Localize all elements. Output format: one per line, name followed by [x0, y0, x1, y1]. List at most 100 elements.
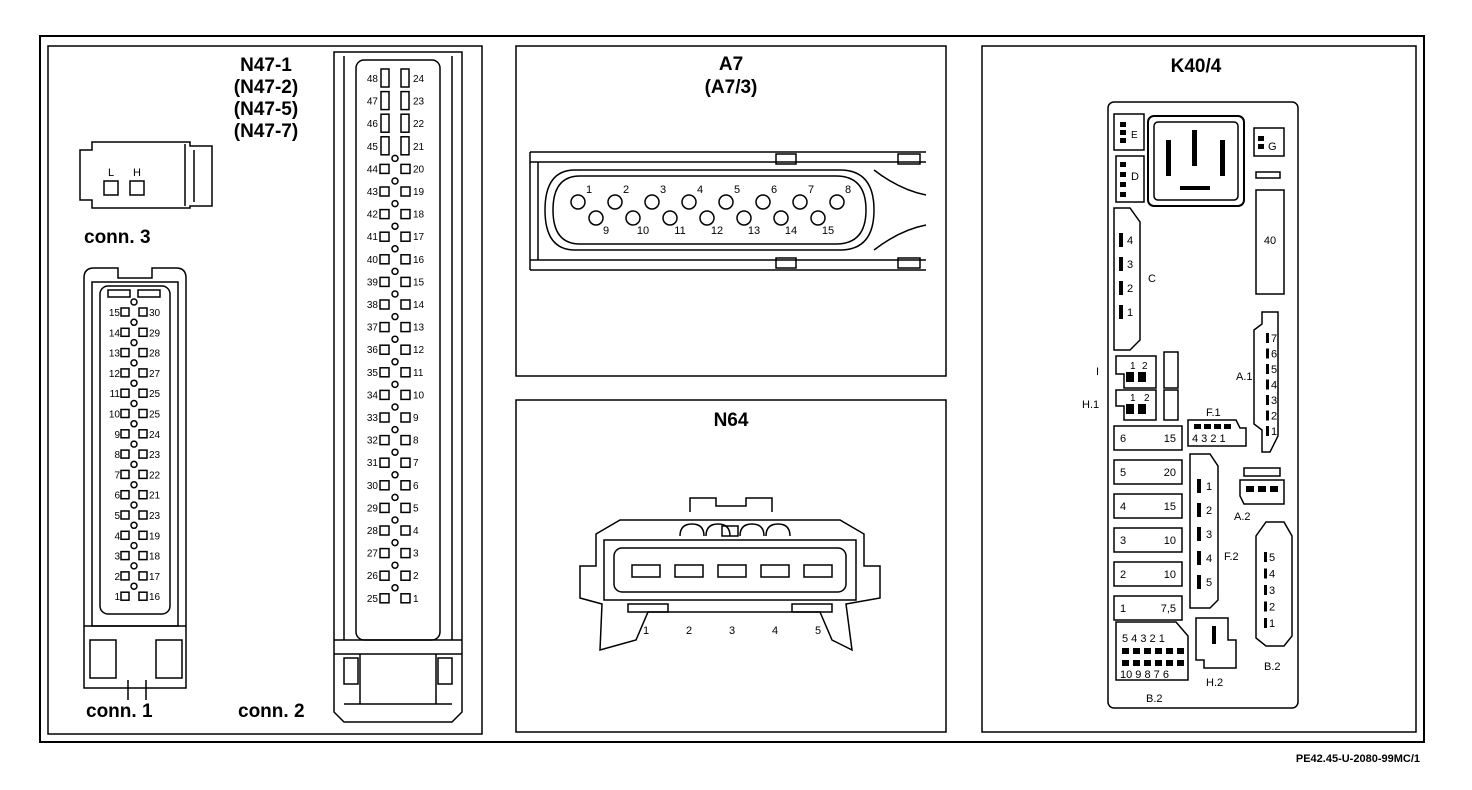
k40-conn-h1: H.1: [1082, 399, 1099, 411]
conn2-pin: [379, 254, 390, 265]
conn2-pin-mark: [391, 245, 399, 253]
conn1-pin: [120, 510, 130, 520]
k40-b2b-pin: [1155, 648, 1162, 654]
k40-fuse: [1113, 595, 1183, 621]
n64-pin-label: 5: [815, 625, 821, 637]
k40-f2-pin-label: 5: [1206, 577, 1212, 589]
conn1-pin-label: 8: [114, 450, 120, 461]
k40-f2-pin-label: 3: [1206, 529, 1212, 541]
a7-pin-label: 15: [822, 225, 834, 237]
n64-pin: [631, 564, 661, 578]
k40-b2-bottom-pins: 10 9 8 7 6: [1120, 669, 1169, 681]
conn2-pin-label: 7: [413, 458, 419, 469]
a7-pin: [699, 210, 715, 226]
conn2-pin: [400, 367, 411, 378]
conn2-pin-label: 3: [413, 549, 419, 560]
a7-pin: [755, 194, 771, 210]
conn1-pin: [138, 347, 148, 358]
conn2-pin: [379, 480, 390, 491]
k40-a1-pin: [1266, 426, 1269, 436]
k40-fuse-number: 6: [1120, 433, 1126, 445]
conn2-pin: [400, 231, 411, 242]
conn2-pin-label: 41: [367, 232, 379, 243]
k40-conn-a2: A.2: [1234, 511, 1251, 523]
k40-b2b-pin: [1166, 648, 1173, 654]
n64-pin: [760, 564, 790, 578]
k40-f1-pins: 4 3 2 1: [1192, 433, 1226, 445]
conn2-label: conn. 2: [238, 701, 305, 722]
conn2-pin-label: 18: [413, 210, 425, 221]
conn2-pin-mark: [391, 154, 399, 163]
conn2-pin: [400, 412, 411, 423]
n64-title: N64: [714, 410, 749, 431]
conn2-pin: [379, 457, 390, 468]
k40-f2-pin: [1197, 575, 1201, 589]
n47-title-3: (N47-5): [234, 99, 298, 120]
k40-conn-a1: A.1: [1236, 371, 1253, 383]
k40-a1-pin-label: 7: [1271, 333, 1277, 345]
k40-b2b-pin: [1177, 660, 1184, 666]
k40-conn-g: G: [1268, 141, 1277, 153]
k40-a1-pin-label: 3: [1271, 395, 1277, 407]
conn2-pin-label: 15: [413, 277, 425, 288]
k40-b2r-pin: [1264, 552, 1267, 562]
n64-pin: [803, 564, 833, 578]
conn2-pin-mark: [391, 290, 399, 298]
conn1-pin: [120, 307, 130, 317]
conn1-pin: [120, 469, 130, 480]
conn2-pin-label: 5: [413, 503, 419, 514]
conn2-pin-mark: [391, 312, 399, 321]
conn2-pin: [400, 163, 411, 175]
k40-f2-pin: [1197, 527, 1201, 541]
k40-fuse: [1113, 425, 1183, 451]
n47-title-1: N47-1: [240, 55, 292, 76]
conn2-pin: [400, 208, 411, 220]
conn2-pin-label: 20: [413, 164, 425, 175]
conn2-pin-label: 25: [367, 594, 379, 605]
k40-conn-e: E: [1131, 130, 1138, 141]
k40-c-pin: [1119, 281, 1123, 295]
conn1-pin-mark: [130, 338, 138, 347]
conn2-pin: [400, 276, 411, 288]
conn2-pin: [400, 389, 411, 401]
conn2-pin: [380, 68, 390, 88]
k40-b2b-pin: [1122, 660, 1129, 666]
a7-pin-label: 11: [674, 225, 685, 237]
conn2-pin: [379, 186, 390, 197]
k40-c-pin: [1119, 257, 1123, 271]
conn1-pin-mark: [130, 460, 138, 469]
conn1-pin-label: 10: [109, 410, 121, 421]
a7-pin: [662, 210, 678, 226]
k40-c-pin-label: 1: [1127, 307, 1133, 319]
conn1-pin-label: 16: [149, 592, 161, 603]
conn1-pin-label: 17: [149, 572, 161, 583]
conn2-pin: [379, 502, 390, 514]
k40-b2r-pin-label: 1: [1269, 618, 1275, 630]
conn2-pin-label: 33: [367, 413, 379, 424]
a7-pin-label: 5: [734, 184, 740, 196]
conn2-pin: [400, 254, 411, 265]
conn2-pin: [379, 593, 390, 604]
k40-fuse: [1113, 561, 1183, 587]
k40-a1-pin-label: 1: [1271, 426, 1277, 438]
conn2-pin-label: 43: [367, 187, 379, 198]
conn1-pin-label: 27: [149, 369, 161, 380]
conn1-pin: [120, 429, 130, 439]
k40-c-pin: [1119, 233, 1123, 247]
n47-title-2: (N47-2): [234, 77, 298, 98]
conn2-pin-label: 44: [367, 164, 379, 175]
conn2-pin-mark: [391, 538, 399, 547]
conn2-pin-label: 26: [367, 571, 379, 582]
conn2-pin-label: 27: [367, 549, 379, 560]
conn2-pin: [400, 547, 411, 559]
k40-b2r-pin: [1264, 585, 1267, 595]
a7-pin-label: 8: [845, 184, 851, 196]
conn2-pin: [400, 570, 411, 581]
k40-fuse: [1113, 527, 1183, 553]
a7-pin-label: 4: [697, 184, 703, 196]
a7-pin: [718, 194, 734, 210]
conn2-pin-mark: [391, 267, 399, 276]
conn2-pin-mark: [391, 493, 399, 502]
